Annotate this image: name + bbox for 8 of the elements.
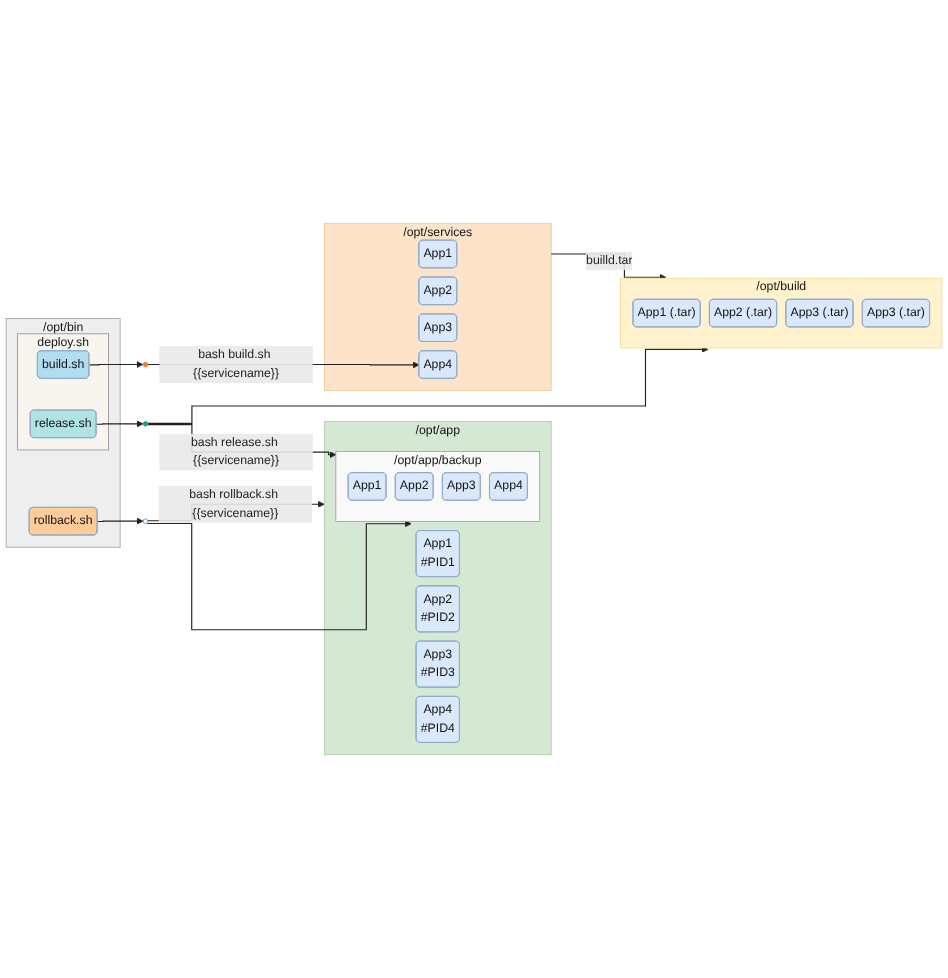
arrow xyxy=(95,420,144,428)
node-circle xyxy=(142,518,149,524)
node-circle xyxy=(142,361,149,368)
node-circle xyxy=(142,421,149,427)
arrow xyxy=(96,517,144,525)
arrow xyxy=(146,520,412,631)
arrow xyxy=(88,361,144,368)
arrow xyxy=(550,253,667,281)
